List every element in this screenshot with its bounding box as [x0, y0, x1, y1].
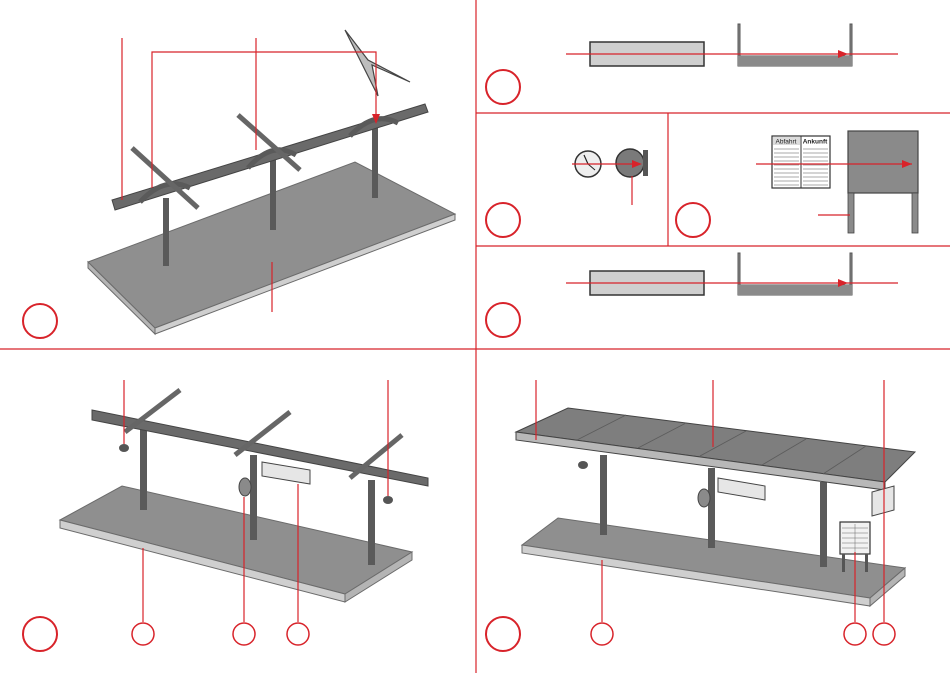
column-3 — [820, 482, 827, 567]
part-callout — [287, 623, 309, 645]
panel-platform-frame — [23, 30, 455, 338]
step-marker — [23, 617, 57, 651]
panel-accessories — [23, 380, 428, 651]
part-callout — [873, 623, 895, 645]
panel-timetable: Abfahrt Ankunft — [676, 131, 918, 237]
panel-sign-2 — [486, 253, 898, 337]
column-1 — [600, 455, 607, 535]
rafter-detached — [345, 30, 410, 96]
step-marker — [486, 203, 520, 237]
panel-sign-1 — [486, 24, 898, 104]
lamp-1 — [578, 461, 588, 469]
sign-holder-bar — [738, 56, 852, 66]
board-leg — [865, 554, 868, 572]
column-3 — [368, 480, 375, 565]
part-callout — [233, 623, 255, 645]
board-leg — [842, 554, 845, 572]
column-2 — [708, 468, 715, 548]
board-frame — [848, 131, 918, 193]
clock — [239, 478, 251, 496]
column-2 — [250, 455, 257, 540]
sign-holder-bar — [738, 285, 852, 295]
timetable-header-left: Abfahrt — [776, 139, 797, 146]
column-3 — [372, 126, 378, 198]
column-1 — [140, 425, 147, 510]
end-sign — [872, 486, 894, 516]
station-sign — [718, 478, 765, 500]
part-callout — [844, 623, 866, 645]
board-leg-right — [912, 193, 918, 233]
panel-clock — [486, 149, 648, 237]
clock-bracket — [643, 150, 648, 176]
station-sign — [262, 462, 310, 484]
step-marker — [486, 303, 520, 337]
clock — [698, 489, 710, 507]
step-marker — [486, 617, 520, 651]
clock-housing — [616, 149, 644, 177]
step-marker — [486, 70, 520, 104]
lamp-1 — [119, 444, 129, 452]
panel-roof — [486, 380, 915, 651]
column-2 — [270, 158, 276, 230]
part-callout — [591, 623, 613, 645]
timetable-header-right: Ankunft — [803, 139, 828, 146]
board-leg-left — [848, 193, 854, 233]
timetable-board-lines — [842, 524, 868, 552]
step-marker — [23, 304, 57, 338]
column-1 — [163, 198, 169, 266]
step-marker — [676, 203, 710, 237]
lamp-2 — [383, 496, 393, 504]
part-callout — [132, 623, 154, 645]
